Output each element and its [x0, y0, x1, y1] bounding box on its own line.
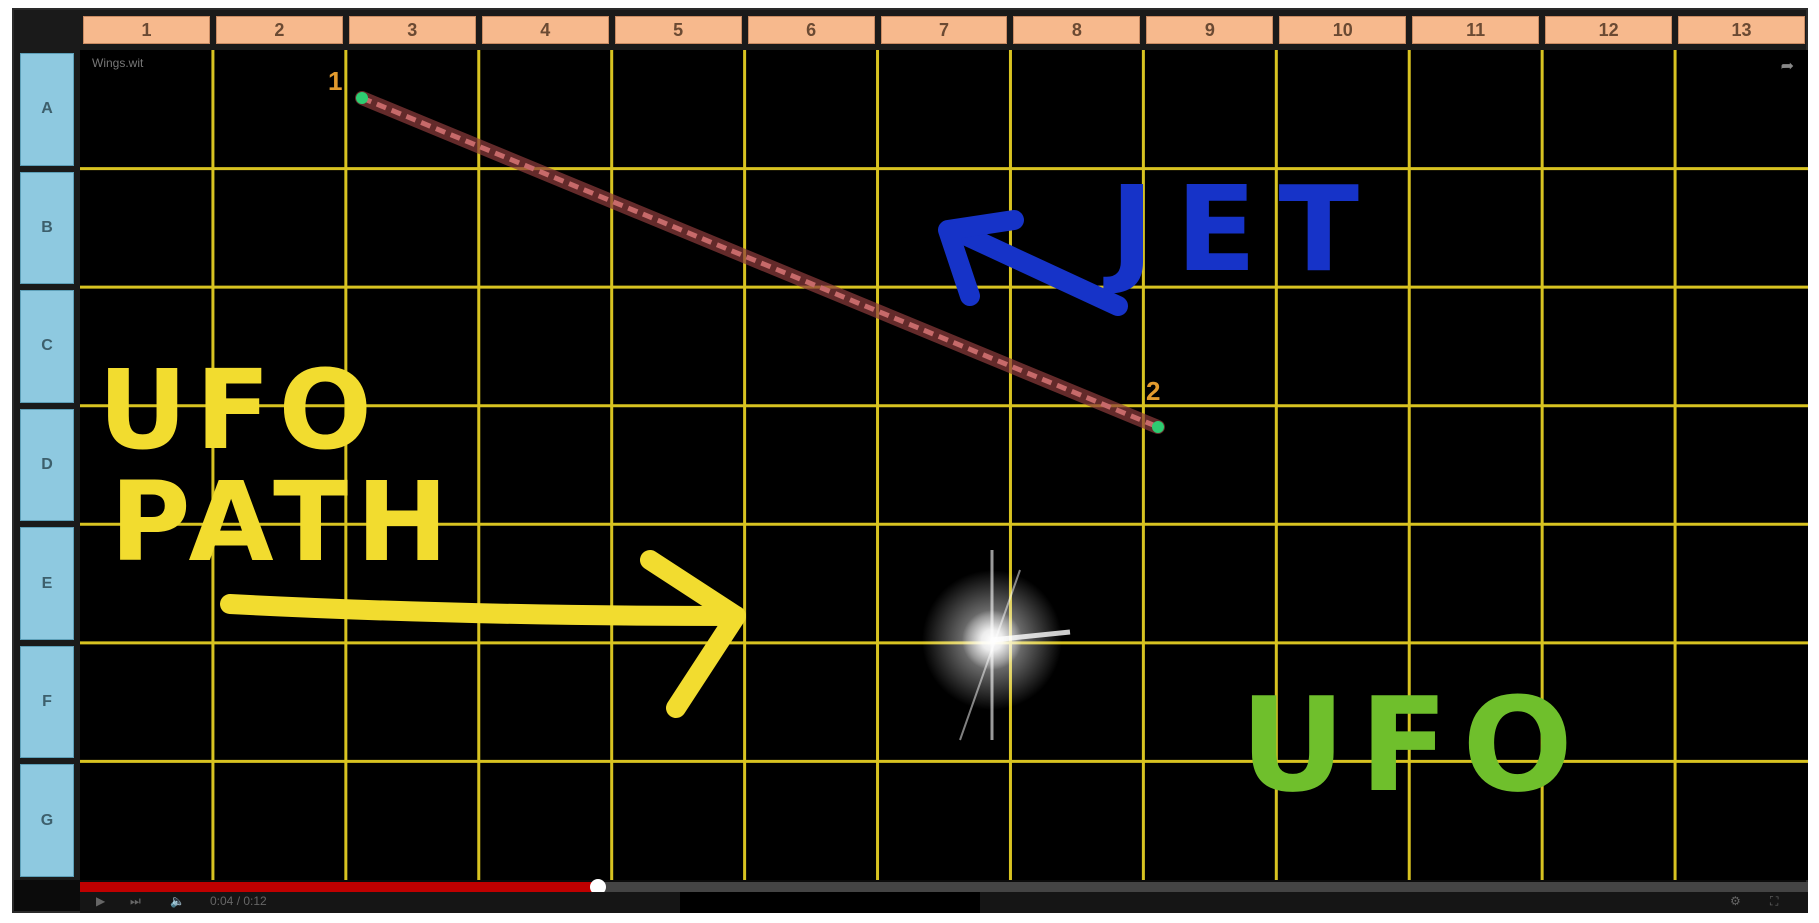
caption-bar	[680, 892, 980, 913]
point2-label: 2	[1146, 376, 1160, 406]
time-display: 0:04 / 0:12	[210, 894, 267, 908]
point1-label: 1	[328, 66, 342, 96]
ufo-path-label-line2: PATH	[110, 458, 456, 586]
ufo-path-arrow-icon	[220, 550, 746, 718]
column-header-13: 13	[1678, 16, 1805, 44]
row-header-G: G	[20, 764, 74, 877]
ufo-path-label-line1: UFO	[98, 346, 380, 474]
row-header-A: A	[20, 53, 74, 166]
row-header-E: E	[20, 527, 74, 640]
column-header-11: 11	[1412, 16, 1540, 44]
row-header-F: F	[20, 645, 74, 759]
column-header-8: 8	[1013, 16, 1141, 44]
jet-arrow-icon	[938, 210, 1128, 316]
play-icon[interactable]: ▶	[96, 894, 106, 908]
progress-bar[interactable]	[80, 879, 1808, 895]
fullscreen-icon[interactable]: ⛶	[1770, 894, 1779, 908]
column-header-12: 12	[1545, 16, 1673, 44]
next-icon[interactable]: ⏭	[130, 894, 141, 908]
column-header-1: 1	[83, 16, 210, 44]
grid-overlay: 1 2 JET UFO PATH	[80, 50, 1808, 880]
ufo-label: UFO	[1240, 669, 1587, 821]
row-header-D: D	[20, 408, 74, 522]
video-canvas[interactable]: 1 2 JET UFO PATH	[80, 50, 1808, 880]
column-header-6: 6	[747, 16, 875, 44]
jet-point-1	[356, 92, 368, 104]
row-header-C: C	[20, 290, 74, 403]
column-header-9: 9	[1146, 16, 1274, 44]
jet-label: JET	[1103, 160, 1381, 298]
progress-knob[interactable]	[590, 879, 607, 895]
jet-track-glow	[355, 91, 1165, 434]
column-header-10: 10	[1279, 16, 1407, 44]
share-icon[interactable]: ➦	[1780, 58, 1794, 75]
row-header-B: B	[20, 171, 74, 285]
column-header-2: 2	[215, 16, 343, 44]
column-header-4: 4	[481, 16, 609, 44]
video-controls: ▶ ⏭ 🔈 0:04 / 0:12 ⚙ ⛶	[80, 892, 1808, 913]
column-header-7: 7	[880, 16, 1008, 44]
ufo-object	[922, 550, 1071, 741]
gear-icon[interactable]: ⚙	[1730, 894, 1741, 908]
column-header-3: 3	[348, 16, 476, 44]
progress-fill	[80, 882, 599, 892]
jet-point-2	[1152, 421, 1164, 433]
volume-icon[interactable]: 🔈	[170, 894, 185, 908]
column-header-5: 5	[614, 16, 742, 44]
video-tag: Wings.wit	[92, 56, 144, 70]
